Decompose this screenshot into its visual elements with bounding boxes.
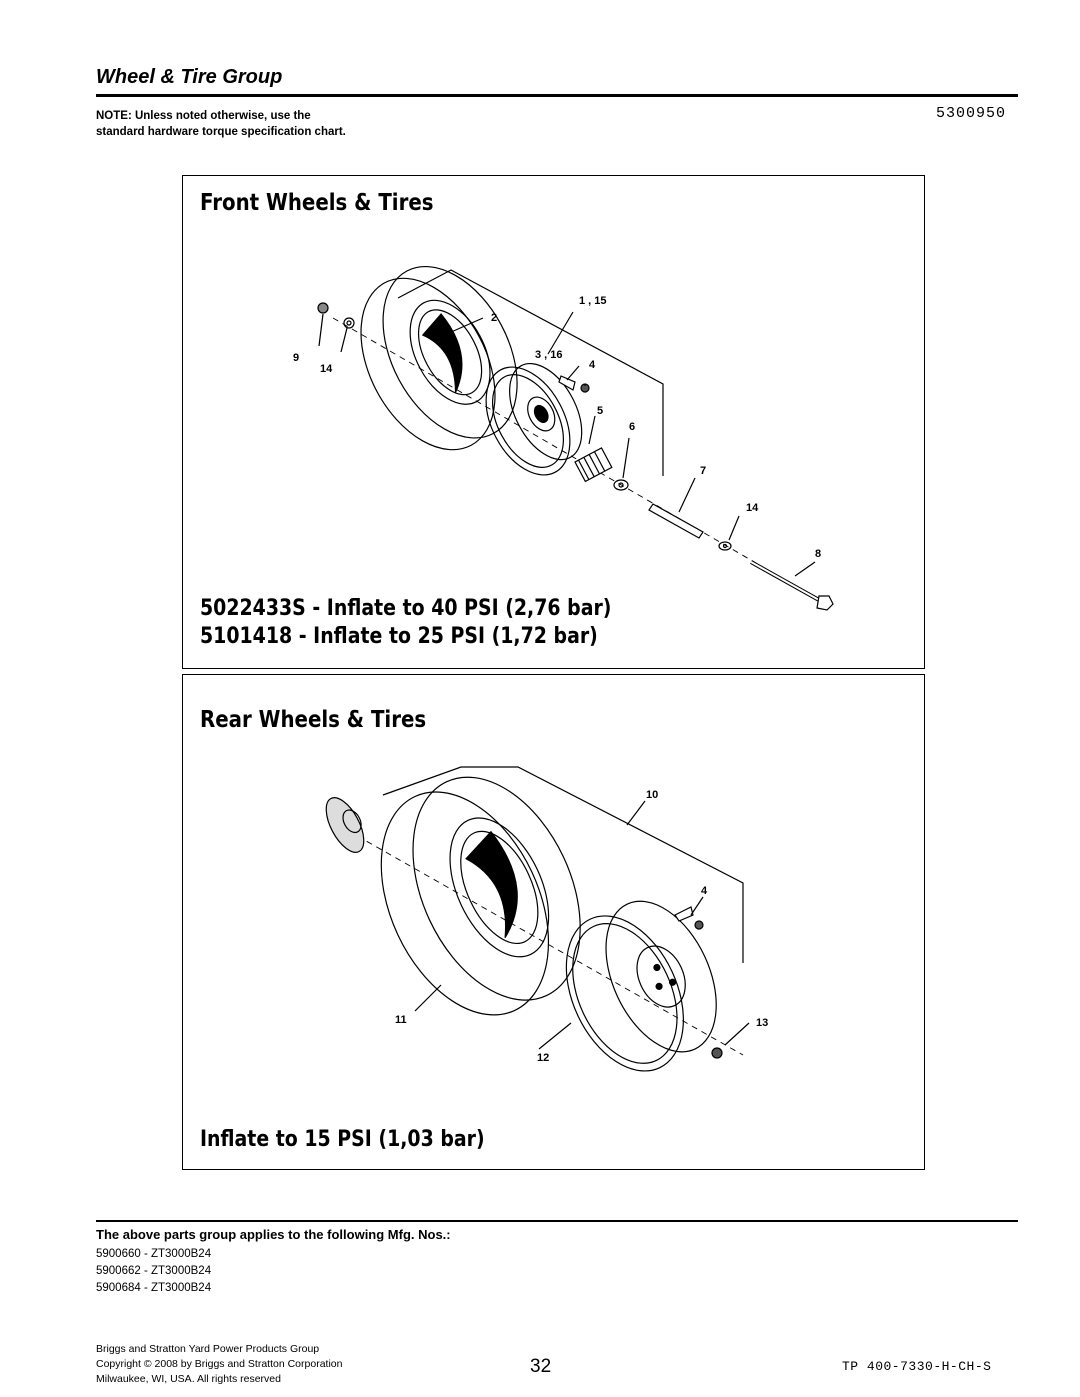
front-panel-heading: Front Wheels & Tires <box>200 190 434 216</box>
front-tire <box>360 265 518 451</box>
footer-company: Briggs and Stratton Yard Power Products … <box>96 1343 320 1355</box>
front-callout-3-16: 3 , 16 <box>535 349 563 361</box>
applies-divider <box>96 1220 1018 1222</box>
title-divider <box>96 94 1018 97</box>
applies-heading: The above parts group applies to the fol… <box>96 1227 451 1242</box>
front-callout-2: 2 <box>491 312 497 324</box>
rear-panel-heading: Rear Wheels & Tires <box>200 707 427 733</box>
rear-callout-11: 11 <box>395 1014 407 1026</box>
front-callout-5: 5 <box>597 405 603 417</box>
rear-inflate-text: Inflate to 15 PSI (1,03 bar) <box>200 1127 485 1152</box>
front-callout-8: 8 <box>815 548 821 560</box>
front-callout-7: 7 <box>700 465 706 477</box>
front-callout-4: 4 <box>589 359 596 371</box>
rear-wheel-exploded-diagram: 10 4 11 13 12 <box>325 766 768 1072</box>
front-callout-1-15: 1 , 15 <box>579 295 607 307</box>
rear-callout-12: 12 <box>537 1052 549 1064</box>
rear-wheels-panel: Rear Wheels & Tires <box>182 674 925 1170</box>
footer-address: Milwaukee, WI, USA. All rights reserved <box>96 1373 281 1385</box>
torque-note: NOTE: Unless noted otherwise, use the st… <box>96 110 346 138</box>
mfg-number: 5900662 - ZT3000B24 <box>96 1265 212 1277</box>
front-callout-6: 6 <box>629 421 635 433</box>
mfg-number: 5900660 - ZT3000B24 <box>96 1248 212 1260</box>
front-callout-14a: 14 <box>320 363 333 375</box>
doc-number: TP 400-7330-H-CH-S <box>842 1359 992 1374</box>
doc-code: 5300950 <box>936 105 1007 122</box>
mfg-number: 5900684 - ZT3000B24 <box>96 1282 212 1294</box>
front-callout-14b: 14 <box>746 502 759 514</box>
rear-callout-10: 10 <box>646 789 658 801</box>
front-callout-9: 9 <box>293 352 299 364</box>
section-title: Wheel & Tire Group <box>96 66 283 88</box>
rear-callout-13: 13 <box>756 1017 768 1029</box>
footer-copyright: Copyright © 2008 by Briggs and Stratton … <box>96 1358 343 1370</box>
front-inflate-line-2: 5101418 - Inflate to 25 PSI (1,72 bar) <box>200 624 598 649</box>
front-wheels-panel: Front Wheels & Tires <box>182 175 925 669</box>
front-inflate-line-1: 5022433S - Inflate to 40 PSI (2,76 bar) <box>200 596 612 621</box>
front-wheel-exploded-diagram: 9 14 2 1 , 15 3 , 16 4 5 6 7 14 8 <box>293 265 834 611</box>
page-number: 32 <box>530 1356 552 1377</box>
rear-callout-4: 4 <box>701 885 708 897</box>
